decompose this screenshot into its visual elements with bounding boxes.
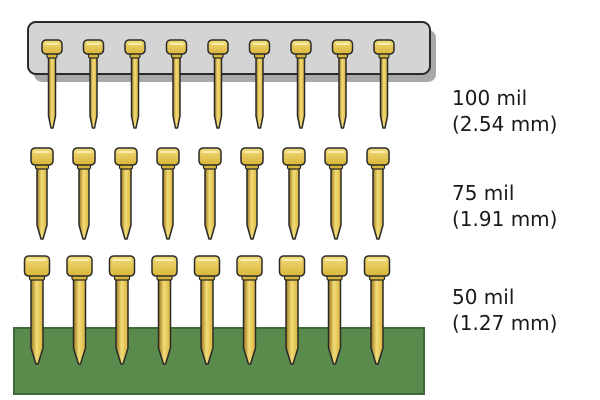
pin-head	[82, 39, 105, 55]
pogo-pin	[366, 147, 390, 240]
pin-shaft	[330, 164, 342, 240]
pin-shaft	[72, 275, 87, 365]
pin-head	[30, 147, 54, 166]
pin-head	[124, 39, 146, 55]
pogo-pin	[363, 255, 391, 365]
pogo-pin	[114, 147, 138, 240]
pitch-label-imperial: 75 mil	[452, 181, 515, 205]
pin-head	[236, 255, 263, 277]
pin-shaft	[338, 53, 347, 129]
pin-shaft	[372, 164, 384, 240]
pin-shaft	[327, 275, 342, 365]
pin-head	[321, 255, 348, 277]
label-50mil: 50 mil (1.27 mm)	[452, 284, 557, 336]
pin-shaft	[172, 53, 181, 129]
pin-head	[23, 255, 51, 277]
pogo-pin	[23, 255, 51, 365]
pogo-pin	[124, 39, 146, 129]
pogo-pin	[82, 39, 105, 129]
pin-head	[282, 147, 306, 166]
pitch-label-metric: (1.91 mm)	[452, 207, 558, 231]
pogo-pin	[156, 147, 180, 240]
pin-head	[373, 39, 395, 55]
pogo-pin	[324, 147, 348, 240]
pitch-label-metric: (1.27 mm)	[452, 311, 558, 335]
pogo-pin	[240, 147, 264, 240]
pin-shaft	[255, 53, 264, 129]
pin-shaft	[89, 53, 98, 129]
pin-row-75mil	[30, 147, 390, 240]
pin-shaft	[162, 164, 174, 240]
pin-head	[248, 39, 271, 55]
pin-head	[198, 147, 222, 166]
top-plate-body	[27, 21, 431, 75]
pogo-pin	[321, 255, 348, 365]
pin-head	[366, 147, 390, 166]
pogo-pin	[373, 39, 395, 129]
pin-shaft	[288, 164, 300, 240]
pin-shaft	[204, 164, 216, 240]
pin-shaft	[379, 53, 389, 129]
pogo-pin	[72, 147, 96, 240]
pin-shaft	[246, 164, 258, 240]
pin-shaft	[47, 53, 57, 129]
pin-shaft	[370, 275, 384, 365]
pogo-pin	[198, 147, 222, 240]
pin-shaft	[120, 164, 132, 240]
pin-shaft	[242, 275, 257, 365]
pin-head	[290, 39, 312, 55]
pin-shaft	[78, 164, 90, 240]
pin-shaft	[36, 164, 48, 240]
pin-head	[66, 255, 93, 277]
pin-head	[240, 147, 264, 166]
pin-head	[363, 255, 391, 277]
pin-head	[151, 255, 178, 277]
pin-shaft	[200, 275, 214, 365]
pin-head	[114, 147, 138, 166]
pin-shaft	[157, 275, 172, 365]
pin-head	[72, 147, 96, 166]
pogo-pin	[165, 39, 188, 129]
pin-head	[41, 39, 63, 55]
pitch-label-metric: (2.54 mm)	[452, 112, 558, 136]
label-75mil: 75 mil (1.91 mm)	[452, 180, 557, 232]
pin-shaft	[296, 53, 306, 129]
pogo-pin	[108, 255, 136, 365]
pin-head	[331, 39, 354, 55]
pin-shaft	[30, 275, 44, 365]
pogo-pin	[30, 147, 54, 240]
pogo-pin	[66, 255, 93, 365]
pogo-pin	[248, 39, 271, 129]
pitch-label-imperial: 100 mil	[452, 86, 528, 110]
pin-head	[278, 255, 306, 277]
pogo-pin	[151, 255, 178, 365]
pin-head	[193, 255, 221, 277]
pogo-pin	[41, 39, 63, 129]
pin-row-100mil	[41, 39, 395, 129]
pogo-pin	[236, 255, 263, 365]
pogo-pin	[282, 147, 306, 240]
pin-head	[156, 147, 180, 166]
pin-shaft	[115, 275, 129, 365]
label-100mil: 100 mil (2.54 mm)	[452, 85, 557, 137]
pogo-pin	[193, 255, 221, 365]
pin-shaft	[213, 53, 223, 129]
pogo-pin	[331, 39, 354, 129]
pin-head	[324, 147, 348, 166]
pin-head	[207, 39, 229, 55]
pin-row-50mil	[23, 255, 391, 365]
pitch-label-imperial: 50 mil	[452, 285, 515, 309]
pin-shaft	[130, 53, 140, 129]
pogo-pin	[207, 39, 229, 129]
pogo-pin	[278, 255, 306, 365]
pin-shaft	[285, 275, 299, 365]
pin-head	[165, 39, 188, 55]
pin-head	[108, 255, 136, 277]
pogo-pin	[290, 39, 312, 129]
